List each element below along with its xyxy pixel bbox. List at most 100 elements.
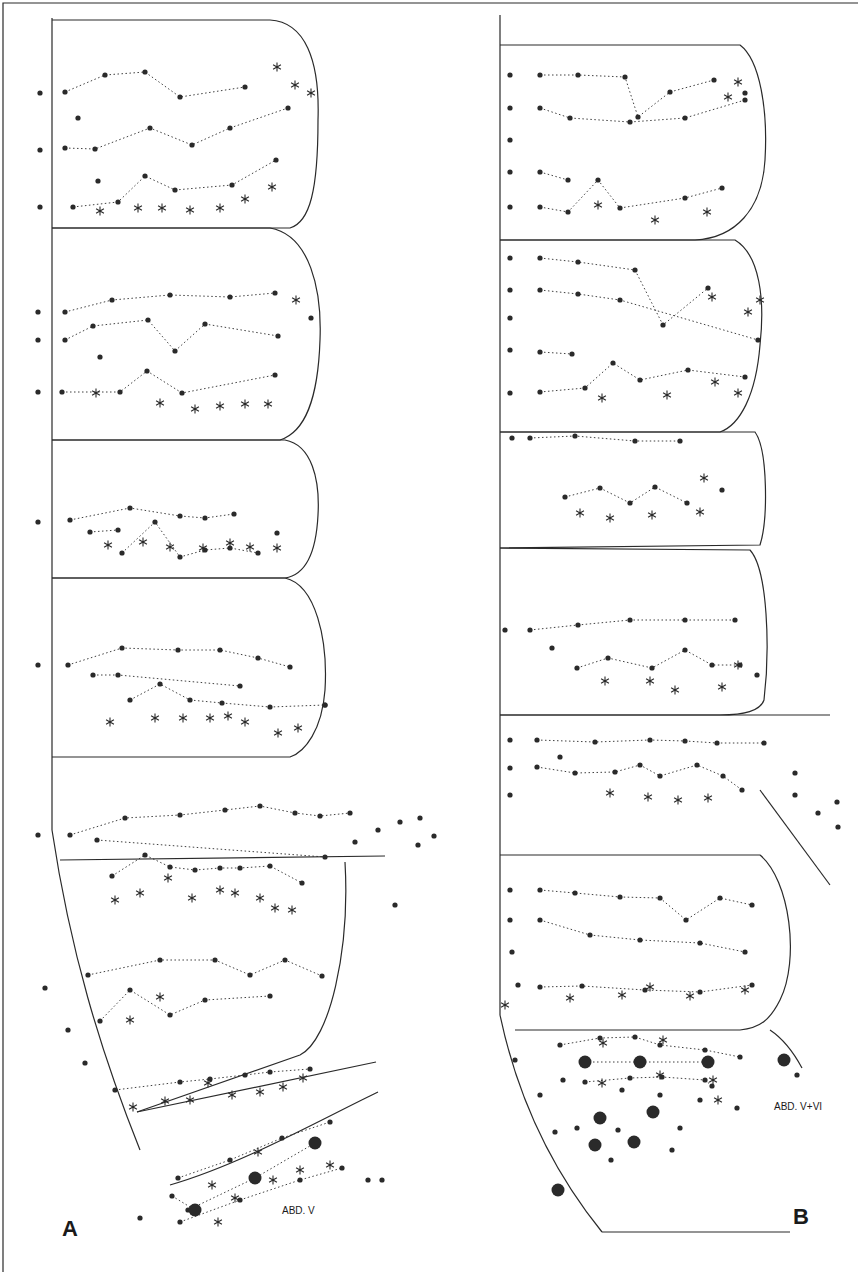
seta-base — [92, 146, 97, 151]
asterisk-seta — [741, 986, 749, 995]
seta-base — [537, 287, 542, 292]
seta-base — [327, 1119, 332, 1124]
seta-row-line — [188, 1143, 315, 1210]
segment-outline — [52, 20, 318, 228]
seta-base — [217, 647, 222, 652]
seta-base — [175, 647, 180, 652]
seta-base — [222, 807, 227, 812]
seta-base — [507, 255, 512, 260]
segment-outline — [500, 240, 762, 432]
seta-base — [507, 105, 512, 110]
asterisk-seta — [164, 874, 172, 883]
seta-base — [739, 787, 744, 792]
seta-base — [657, 895, 662, 900]
seta-base — [794, 1072, 799, 1077]
seta-row-line — [180, 1168, 342, 1222]
seta-base — [322, 702, 327, 707]
seta-base — [97, 1018, 102, 1023]
seta-base — [610, 360, 615, 365]
seta-base — [257, 803, 262, 808]
seta-base — [145, 317, 150, 322]
seta-base — [177, 554, 182, 559]
seta-row-line — [70, 508, 234, 520]
seta-base — [515, 982, 520, 987]
segment-outline — [60, 856, 385, 860]
seta-base — [572, 890, 577, 895]
seta-base — [705, 285, 710, 290]
seta-base — [287, 664, 292, 669]
seta-base — [537, 204, 542, 209]
asterisk-seta — [711, 378, 719, 387]
seta-base — [537, 887, 542, 892]
seta-base — [297, 1177, 302, 1182]
seta-base — [652, 484, 657, 489]
seta-base — [669, 1147, 674, 1152]
seta-base — [502, 627, 507, 632]
asterisk-seta — [646, 677, 654, 686]
seta-base — [227, 125, 232, 130]
seta-base — [507, 737, 512, 742]
seta-base — [612, 769, 617, 774]
asterisk-seta — [256, 894, 264, 903]
macrochaeta — [594, 1112, 607, 1125]
seta-base — [660, 322, 665, 327]
seta-base — [115, 199, 120, 204]
seta-base — [619, 1087, 624, 1092]
seta-base — [575, 259, 580, 264]
asterisk-seta — [151, 714, 159, 723]
seta-base — [595, 177, 600, 182]
seta-base — [509, 435, 514, 440]
seta-base — [192, 867, 197, 872]
asterisk-seta — [296, 1166, 304, 1175]
seta-base — [608, 1157, 613, 1162]
seta-base — [169, 1193, 174, 1198]
seta-base — [237, 683, 242, 688]
asterisk-seta — [696, 508, 704, 517]
asterisk-seta — [606, 514, 614, 523]
asterisk-seta — [264, 400, 272, 409]
asterisk-seta — [576, 509, 584, 518]
seta-row-line — [73, 160, 276, 207]
segment-outline — [500, 714, 830, 715]
seta-base — [507, 917, 512, 922]
asterisk-seta — [709, 1076, 717, 1085]
seta-base — [90, 323, 95, 328]
asterisk-seta — [501, 1001, 509, 1010]
seta-base — [572, 433, 577, 438]
asterisk-seta — [279, 1083, 287, 1092]
seta-base — [709, 662, 714, 667]
seta-base — [109, 297, 114, 302]
seta-row-line — [130, 684, 325, 707]
seta-row-line — [540, 890, 752, 920]
asterisk-seta — [104, 541, 112, 550]
seta-base — [119, 550, 124, 555]
seta-base — [75, 115, 80, 120]
seta-row-line — [540, 100, 745, 122]
seta-row-line — [68, 648, 290, 667]
frame-line — [3, 3, 858, 1272]
asterisk-seta — [648, 511, 656, 520]
seta-base — [749, 982, 754, 987]
seta-base — [697, 989, 702, 994]
seta-row-line — [70, 806, 350, 835]
seta-base — [308, 315, 313, 320]
seta-base — [242, 1072, 247, 1077]
seta-rows — [62, 72, 764, 1222]
seta-base — [379, 1177, 384, 1182]
seta-base — [534, 764, 539, 769]
seta-base — [272, 290, 277, 295]
seta-base — [431, 833, 436, 838]
asterisk-seta — [156, 399, 164, 408]
seta-base — [627, 1075, 632, 1080]
seta-base — [549, 645, 554, 650]
seta-row-line — [65, 108, 288, 149]
seta-base — [632, 438, 637, 443]
seta-base — [575, 622, 580, 627]
seta-base — [742, 97, 747, 102]
seta-base — [749, 902, 754, 907]
segment-label: ABD. V+VI — [774, 1102, 822, 1112]
seta-base — [507, 347, 512, 352]
seta-base — [202, 997, 207, 1002]
seta-base — [147, 125, 152, 130]
seta-base — [274, 530, 279, 535]
